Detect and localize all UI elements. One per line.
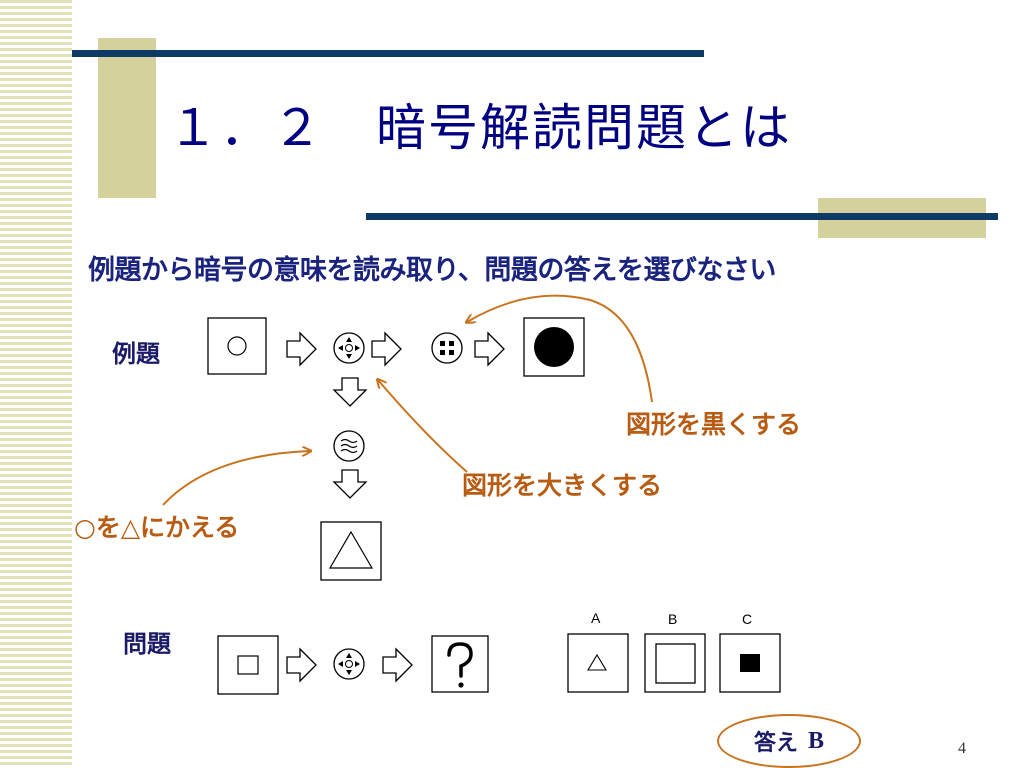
example-start-box-icon [207, 317, 267, 375]
instruction-text: 例題から暗号の意味を読み取り、問題の答えを選びなさい [88, 255, 776, 286]
annotation-arrow-blacken [467, 294, 653, 403]
down-arrow-icon [333, 469, 367, 499]
page-number: 4 [958, 740, 966, 757]
annotation-arrow-triangle [162, 451, 310, 506]
answer-badge: 答え B [717, 714, 861, 768]
option-c-box-icon[interactable] [719, 633, 781, 693]
right-arrow-icon [286, 648, 317, 682]
example-result-box-icon [523, 317, 585, 377]
option-a-box-icon[interactable] [567, 633, 629, 693]
option-b-box-icon[interactable] [644, 633, 706, 693]
down-arrow-icon [333, 377, 367, 407]
example-label: 例題 [112, 340, 160, 368]
problem-label: 問題 [123, 630, 171, 658]
annotation-circle-to-triangle: ○を△にかえる [74, 513, 240, 542]
right-arrow-icon [382, 648, 413, 682]
example-triangle-box-icon [320, 521, 382, 581]
bottom-bar [366, 213, 998, 220]
option-b-letter: B [668, 611, 678, 627]
cipher-triangle-symbol-icon [333, 430, 365, 462]
answer-label: 答え [753, 731, 798, 756]
tan-block-left [98, 38, 156, 198]
right-arrow-icon [286, 332, 317, 366]
question-mark-box-icon [431, 635, 489, 693]
problem-start-box-icon [217, 635, 279, 695]
right-arrow-icon [371, 332, 402, 366]
cipher-enlarge-symbol-icon [333, 648, 365, 680]
cipher-enlarge-symbol-icon [333, 332, 365, 364]
answer-value: B [808, 727, 825, 754]
annotation-arrow-enlarge [378, 380, 468, 473]
cipher-blacken-symbol-icon [431, 332, 463, 364]
option-a-letter: A [591, 610, 601, 626]
top-bar [72, 50, 704, 57]
annotation-make-bigger: 図形を大きくする [462, 471, 663, 500]
option-c-letter: C [742, 611, 753, 627]
slide-title: １．２ 暗号解読問題とは [168, 99, 792, 157]
decorative-stripe-band [0, 0, 72, 768]
right-arrow-icon [474, 332, 505, 366]
annotation-make-black: 図形を黒くする [626, 410, 802, 439]
